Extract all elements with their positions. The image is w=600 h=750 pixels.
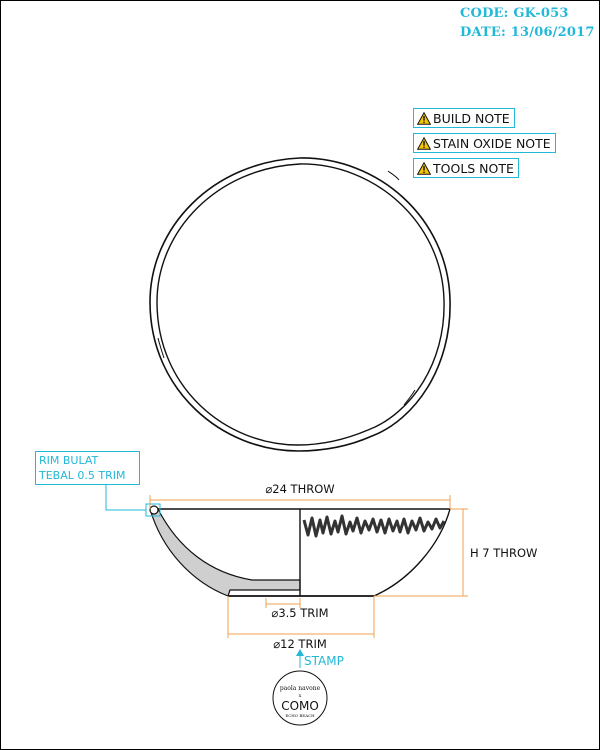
drawing-date: DATE: 13/06/2017	[460, 25, 595, 40]
bowl-outer-profile	[150, 508, 451, 597]
stamp-arrow-icon	[296, 649, 304, 668]
foot-outer-label: ⌀12 TRIM	[273, 637, 327, 651]
warning-triangle-icon	[417, 161, 431, 175]
stamp-logo-main: COMO	[281, 699, 319, 713]
bowl-section-view	[149, 505, 451, 597]
stain-oxide-note-button[interactable]: STAIN OXIDE NOTE	[413, 133, 556, 153]
glaze-scribble	[302, 514, 446, 538]
rim-callout-leader	[105, 484, 146, 511]
bowl-top-view-inner-rim	[156, 163, 445, 446]
product-code: CODE: GK-053	[460, 6, 569, 21]
stain-oxide-note-label: STAIN OXIDE NOTE	[433, 135, 551, 151]
bowl-top-view	[149, 157, 451, 452]
throw-diameter-label: ⌀24 THROW	[265, 482, 334, 496]
rim-callout-line2: TEBAL 0.5 TRIM	[39, 469, 126, 482]
bowl-wall-section	[149, 508, 301, 597]
stamp-logo: paola navone x COMO ECHO BEACH	[272, 670, 328, 726]
stamp-label: STAMP	[304, 654, 344, 668]
stamp-logo-sub: ECHO BEACH	[285, 713, 315, 718]
rim-callout-line1: RIM BULAT	[39, 454, 99, 467]
rim-bead	[149, 505, 159, 515]
warning-triangle-icon	[417, 136, 431, 150]
tools-note-button[interactable]: TOOLS NOTE	[413, 158, 519, 178]
foot-inner-label: ⌀3.5 TRIM	[271, 606, 328, 620]
build-note-button[interactable]: BUILD NOTE	[413, 108, 515, 128]
tools-note-label: TOOLS NOTE	[433, 160, 514, 176]
dimension-lines	[149, 495, 468, 638]
warning-triangle-icon	[417, 111, 431, 125]
stamp-logo-line1: paola navone	[280, 685, 321, 692]
rim-callout: RIM BULAT TEBAL 0.5 TRIM	[35, 451, 140, 485]
bowl-top-view-outer-rim	[149, 157, 451, 452]
build-note-label: BUILD NOTE	[433, 110, 510, 126]
height-label: H 7 THROW	[470, 546, 537, 560]
stamp-logo-x: x	[299, 693, 302, 699]
